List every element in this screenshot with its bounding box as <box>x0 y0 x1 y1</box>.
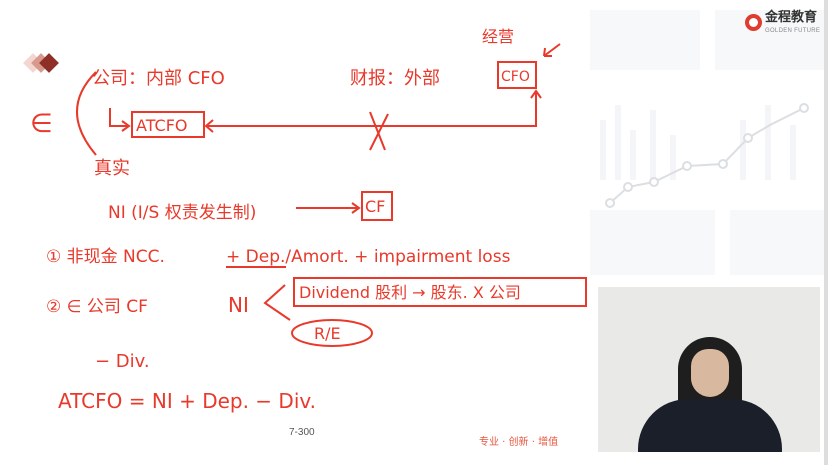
annotation-element-of: ∈ <box>30 109 53 139</box>
annotation-real: 真实 <box>94 158 130 179</box>
background-decoration-chart <box>590 10 825 275</box>
annotation-cf-box: CF <box>365 197 385 216</box>
window-edge <box>824 0 828 465</box>
annotation-minus-dividend: − Div. <box>95 351 150 372</box>
annotation-item2: ② ∈ 公司 CF <box>46 297 148 317</box>
annotation-ni-accrual: NI (I/S 权责发生制) <box>108 203 256 223</box>
annotation-operating: 经营 <box>482 27 514 46</box>
annotation-atcfo-formula: ATCFO = NI + Dep. − Div. <box>58 389 316 413</box>
brand-name-cn: 金程教育 <box>765 10 818 25</box>
instructor-body <box>638 399 782 452</box>
annotation-company-internal: 公司：内部 CFO <box>92 68 225 89</box>
annotation-atcfo-box: ATCFO <box>136 116 188 135</box>
brand-name-en: GOLDEN FUTURE <box>765 28 821 34</box>
annotation-retained-earnings: R/E <box>314 324 341 343</box>
footer-slogan: 专业 · 创新 · 增值 <box>479 437 559 448</box>
annotation-cfo-box: CFO <box>501 69 530 85</box>
instructor-video <box>598 287 820 452</box>
brand-logo: 金程教育 GOLDEN FUTURE <box>745 10 820 35</box>
logo-icon <box>745 14 762 31</box>
annotation-item1: ① 非现金 NCC. <box>46 247 165 267</box>
annotation-report-external: 财报：外部 <box>350 68 440 89</box>
annotation-dividend: Dividend 股利 → 股东. X 公司 <box>299 283 521 302</box>
instructor-face <box>691 349 729 397</box>
annotation-ni: NI <box>228 293 249 317</box>
page-number: 7-300 <box>289 427 315 438</box>
annotation-item1-formula: + Dep./Amort. + impairment loss <box>226 247 511 267</box>
